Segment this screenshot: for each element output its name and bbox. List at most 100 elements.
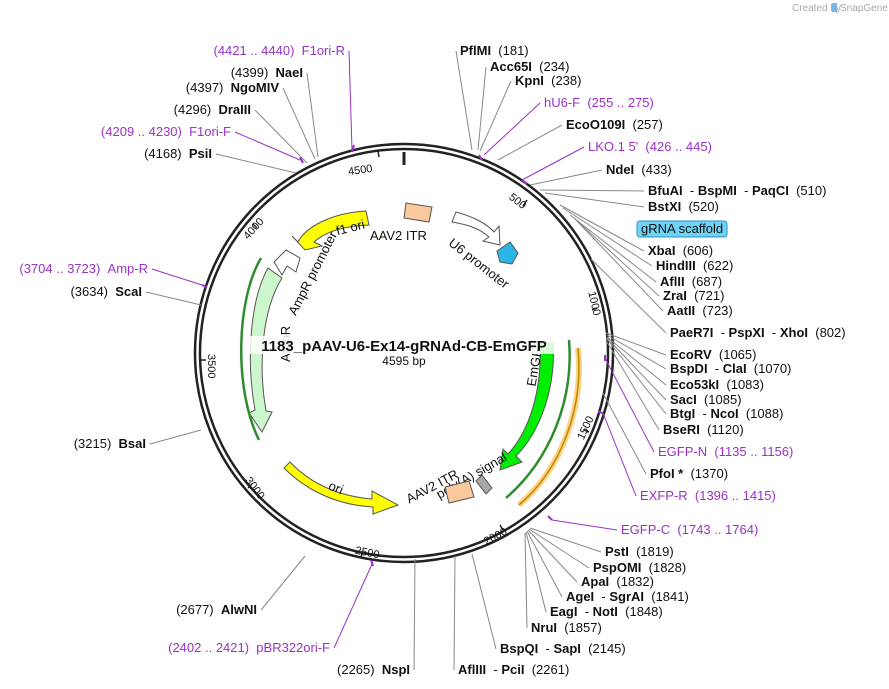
site-label-segment: HindIII <box>656 258 696 273</box>
site-label-segment: PfoI * <box>650 466 684 481</box>
site-label-segment: (238) <box>544 73 582 88</box>
site-label-segment: LKO.1 5' <box>588 139 638 154</box>
site-label-segment: PaeR7I <box>670 325 713 340</box>
primer-mark-amp-r <box>201 284 208 288</box>
right-site-label: Acc65I (234) <box>490 59 570 74</box>
site-label-segment: (687) <box>685 274 723 289</box>
site-label-segment: F1ori-F <box>182 124 231 139</box>
right-site-label: NruI (1857) <box>531 620 602 635</box>
left-site-label: (4399) NaeI <box>231 65 303 80</box>
right-site-label: hU6-F (255 .. 275) <box>544 95 654 110</box>
backbone-inner-strand <box>198 147 610 559</box>
site-label-segment: AgeI <box>566 589 594 604</box>
left-leader-line <box>413 558 416 671</box>
left-site-label: (4397) NgoMIV <box>186 80 280 95</box>
primer-mark-exfp-r <box>597 411 604 414</box>
site-label-segment: (3634) <box>70 284 115 299</box>
feature-emgfp-strand <box>505 339 571 499</box>
left-site-label: (4168) PsiI <box>144 146 212 161</box>
feature-aav2-itr-top-label: AAV2 ITR <box>370 228 427 243</box>
snapgene-watermark: Created by SnapGene <box>792 3 888 14</box>
site-label-segment: (433) <box>634 162 672 177</box>
site-label-segment: (1135 .. 1156) <box>707 444 793 459</box>
site-label-segment: EcoO109I <box>566 117 625 132</box>
site-label-segment: pBR322ori-F <box>249 640 330 655</box>
site-label-segment: (1819) <box>629 544 674 559</box>
right-leader-line <box>497 124 563 161</box>
right-leader-line <box>559 204 645 252</box>
left-site-label: (3215) BsaI <box>74 436 146 451</box>
feature-ampr-strand <box>240 257 263 441</box>
site-label-segment: (4209 .. 4230) <box>101 124 182 139</box>
site-label-segment: (3704 .. 3723) <box>19 261 100 276</box>
site-label-segment: (606) <box>675 243 713 258</box>
site-label-segment: (622) <box>696 258 734 273</box>
feature-ampr <box>248 267 283 433</box>
site-label-segment: (1848) <box>618 604 663 619</box>
site-label-segment: (181) <box>491 43 529 58</box>
right-site-label: ZraI (721) <box>663 288 724 303</box>
scale-label-500: 500 <box>506 191 528 212</box>
label-leader-lines <box>145 50 667 671</box>
left-leader-line <box>306 72 319 158</box>
left-leader-line <box>333 561 374 649</box>
scale-label-1000: 1000 <box>585 290 602 317</box>
right-leader-line <box>527 529 578 583</box>
site-label-segment: SgrAI <box>609 589 644 604</box>
site-label-segment: BspMI <box>698 183 737 198</box>
site-label-segment: SapI <box>553 641 580 656</box>
site-label-segment: AflII <box>660 274 685 289</box>
site-label-segment: ZraI <box>663 288 687 303</box>
left-leader-line <box>254 109 308 164</box>
right-site-label: EGFP-N (1135 .. 1156) <box>658 444 793 459</box>
right-site-label: EagI - NotI (1848) <box>550 604 663 619</box>
left-site-label: (2402 .. 2421) pBR322ori-F <box>168 640 330 655</box>
site-labels: PflMI (181)Acc65I (234)KpnI (238)hU6-F (… <box>19 43 845 677</box>
watermark-brand: SnapGene <box>840 3 888 14</box>
site-label-segment: XbaI <box>648 243 675 258</box>
right-site-label: BspQI - SapI (2145) <box>500 641 626 656</box>
left-site-label: (2265) NspI <box>337 662 410 677</box>
site-label-segment: PspXI <box>729 325 765 340</box>
site-label-segment: NspI <box>382 662 410 677</box>
left-leader-line <box>282 87 316 160</box>
site-label-segment: NcoI <box>710 406 738 421</box>
feature-ampr-promoter <box>273 249 301 276</box>
site-label-segment: AlwNI <box>221 602 257 617</box>
site-label-segment: F1ori-R <box>294 43 345 58</box>
right-leader-line <box>453 555 456 671</box>
site-label-segment: (4168) <box>144 146 189 161</box>
feature-emgfp <box>499 342 554 471</box>
site-label-segment: BfuAI <box>648 183 683 198</box>
left-leader-line <box>151 268 203 286</box>
site-label-segment: Eco53kI <box>670 377 719 392</box>
site-label-segment: (1841) <box>644 589 689 604</box>
right-leader-line <box>529 527 602 553</box>
right-leader-line <box>525 531 547 613</box>
site-label-segment: (2265) <box>337 662 382 677</box>
scale-tick-1000: 1000 <box>585 290 602 317</box>
feature-ori <box>283 461 400 515</box>
site-label-segment: PciI <box>501 662 524 677</box>
site-label-segment: (1396 .. 1415) <box>688 488 776 503</box>
right-leader-line <box>606 334 667 370</box>
snapgene-logo-icon <box>832 3 837 12</box>
right-leader-line <box>606 337 667 401</box>
site-label-segment: (1857) <box>557 620 602 635</box>
site-label-segment: hU6-F <box>544 95 580 110</box>
site-label-segment: SacI <box>670 392 697 407</box>
site-label-segment: (4296) <box>174 102 219 117</box>
site-label-segment: (1083) <box>719 377 764 392</box>
site-label-segment: Amp-R <box>100 261 148 276</box>
feature-f1-ori-label: f1 ori <box>334 217 366 239</box>
site-label-segment: (1743 .. 1764) <box>670 522 758 537</box>
right-site-label: Eco53kI (1083) <box>670 377 764 392</box>
right-leader-line <box>477 66 487 151</box>
site-label-segment: NaeI <box>276 65 303 80</box>
feature-aav2-itr-bottom <box>444 480 475 504</box>
site-label-segment: AatII <box>667 303 695 318</box>
site-label-segment: (721) <box>687 288 725 303</box>
left-site-label: (2677) AlwNI <box>176 602 257 617</box>
site-label-segment: (426 .. 445) <box>638 139 712 154</box>
grna-scaffold-callout: gRNA scaffold <box>636 220 728 238</box>
